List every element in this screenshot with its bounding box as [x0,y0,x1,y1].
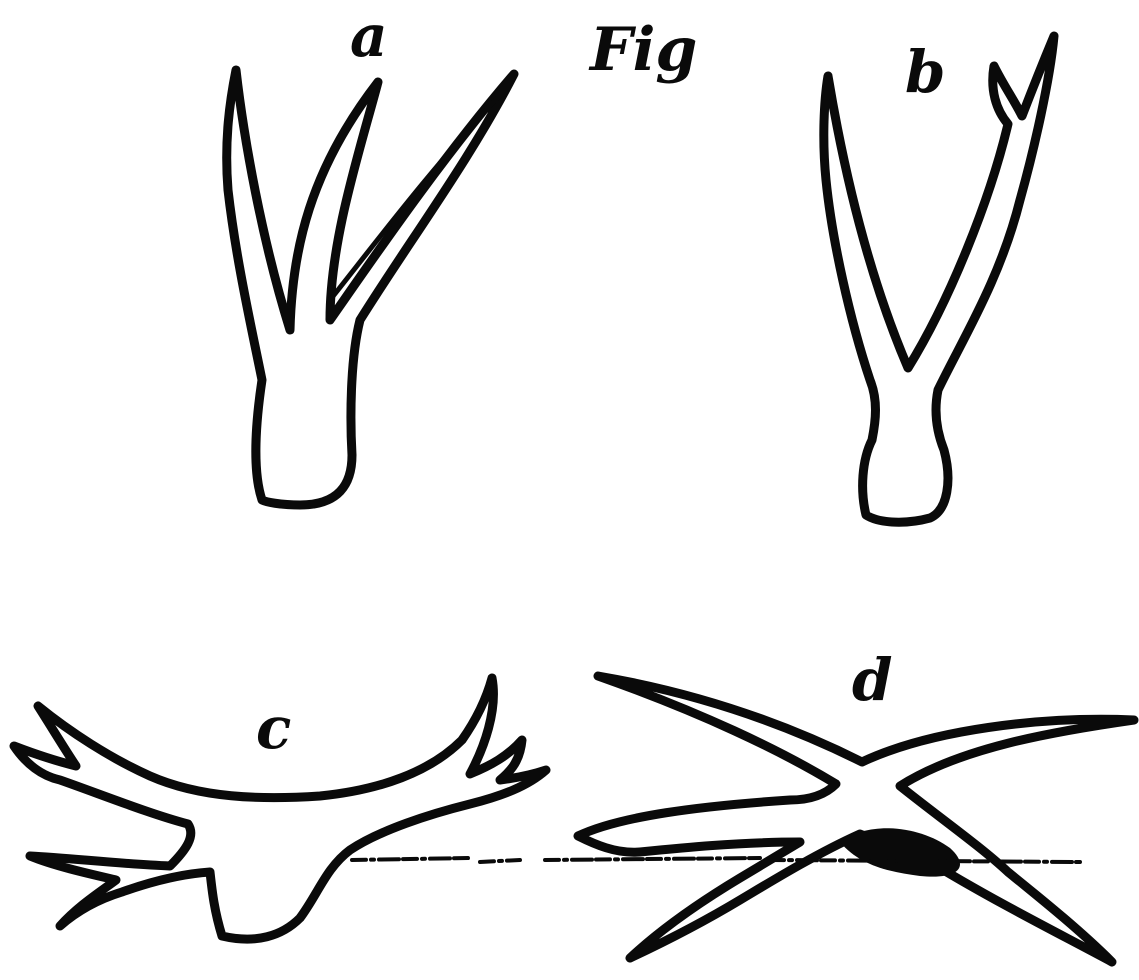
panel-c: c [14,678,546,939]
panel-d-spicule [578,676,1134,962]
figure-header-label: Fig [588,15,697,85]
panel-d-label: d [852,646,893,714]
panel-a-label: a [350,2,388,70]
panel-a-spicule [227,70,514,505]
panel-b-label: b [905,38,946,106]
panel-c-label: c [256,694,291,762]
panel-b-spicule [824,36,1054,522]
panel-d: d [578,646,1134,962]
panel-b: b [824,36,1054,522]
panel-a: a [227,2,514,505]
